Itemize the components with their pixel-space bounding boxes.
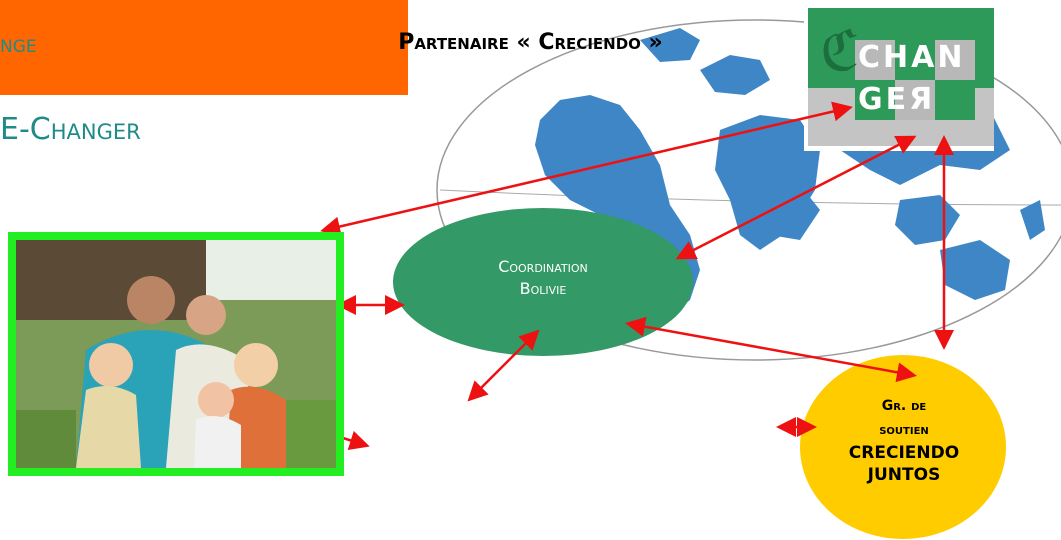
arrows <box>297 101 954 450</box>
logo-text-top: CHAN <box>858 40 966 75</box>
support-group-line-2: soutien <box>879 422 929 438</box>
partner-label: Partenaire « Creciendo » <box>398 30 663 55</box>
support-group-line-4: JUNTOS <box>867 465 941 485</box>
support-group-line-3: CRECIENDO <box>848 443 960 463</box>
support-group-line-1: Gr. de <box>881 398 927 414</box>
title-line-2: E-Changer <box>0 112 141 147</box>
partner-node: Partenaire « Creciendo » <box>0 0 663 95</box>
coordination-label: Coordination Bolivie <box>413 256 673 300</box>
support-group-node <box>800 355 1006 539</box>
support-group-label: Gr. de soutien CRECIENDO JUNTOS <box>810 394 998 486</box>
coordination-line-1: Coordination <box>498 257 588 276</box>
coordination-node <box>393 208 693 356</box>
family-photo <box>8 232 344 476</box>
logo-text-bottom: GEЯ <box>858 82 936 117</box>
coordination-line-2: Bolivie <box>519 279 567 298</box>
echanger-logo: ℭ <box>804 5 994 151</box>
family-photo-icon <box>16 240 336 468</box>
svg-text:ℭ: ℭ <box>820 19 859 84</box>
title-line-1: nge <box>0 30 37 58</box>
